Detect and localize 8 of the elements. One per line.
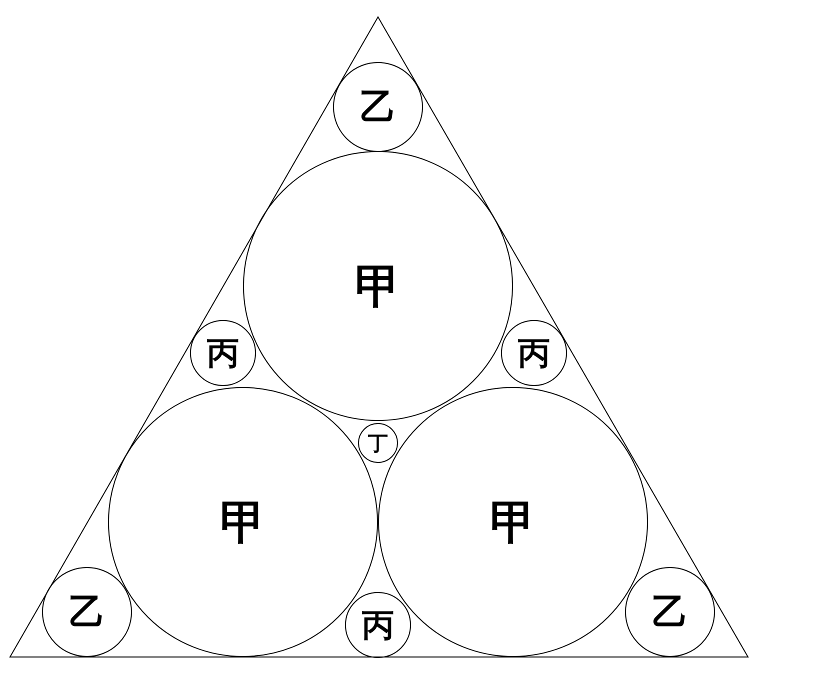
labelled-circle: 甲 bbox=[243, 151, 513, 421]
labelled-circle: 丙 bbox=[345, 592, 411, 658]
labelled-circle: 乙 bbox=[333, 62, 423, 152]
labelled-circle: 乙 bbox=[625, 567, 715, 657]
labelled-circle: 乙 bbox=[42, 567, 132, 657]
labelled-circle: 丁 bbox=[358, 423, 398, 463]
labelled-circle: 丙 bbox=[501, 320, 567, 386]
labelled-circle: 丙 bbox=[190, 320, 256, 386]
